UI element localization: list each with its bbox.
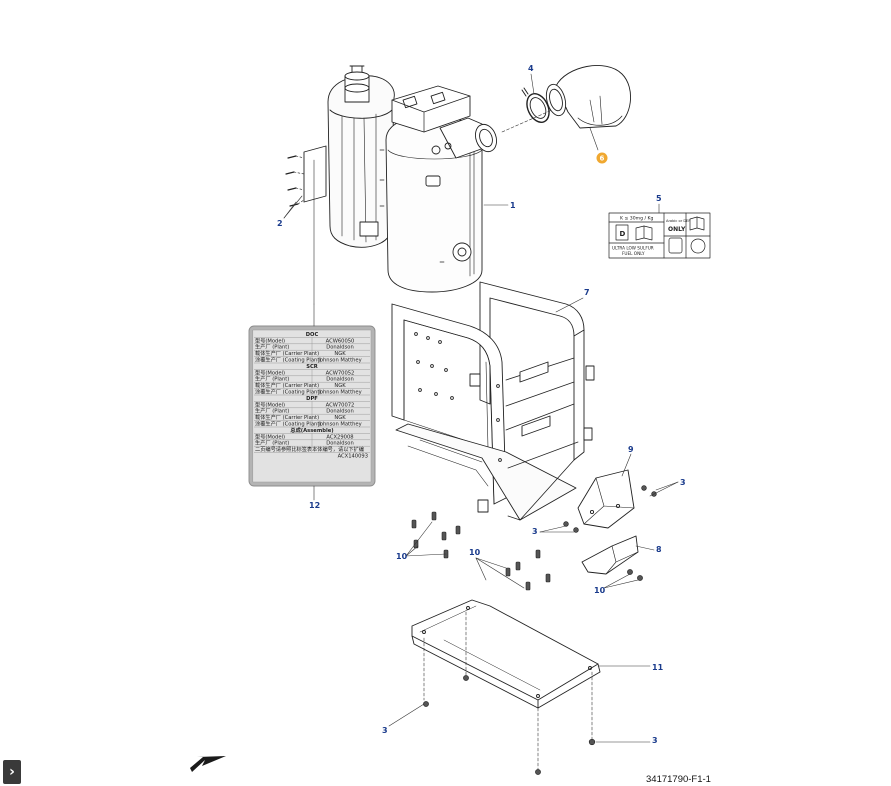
spec-row-label: 型号(Model) — [255, 368, 285, 376]
callout-5: 5 — [656, 194, 662, 203]
ultra-low-sulfur-line1: ULTRA LOW SULFUR — [612, 246, 654, 251]
spec-row-value: ACX29008 — [326, 434, 353, 440]
base-plate — [411, 599, 601, 709]
callout-10: 10 — [396, 552, 408, 561]
spec-row-label: 生产厂 (Plant) — [255, 407, 289, 415]
spec-row-value: Donaldson — [326, 409, 354, 415]
spec-row-label: 载体生产厂 (Carrier Plant) — [255, 349, 319, 357]
callout-10: 10 — [469, 548, 481, 557]
spec-row-label: 涂覆生产厂 (Coating Plant) — [255, 420, 321, 428]
spec-row-value: Johnson Matthey — [317, 358, 361, 364]
callout-11: 11 — [652, 663, 664, 672]
support-frame — [391, 281, 595, 521]
aftertreatment-canister — [327, 65, 497, 293]
clamp — [521, 87, 550, 123]
fuel-decal-text: K ≤ 30mg / Kg D Arabic or DEF ONLY ULTRA… — [612, 216, 690, 257]
spec-row-value: Donaldson — [326, 377, 354, 383]
callout-9: 9 — [628, 445, 634, 454]
figure-id-label: 34171790-F1-1 — [646, 774, 711, 785]
lower-cover — [581, 535, 639, 575]
spec-section-title: SCR — [306, 364, 318, 370]
spec-row-value: Johnson Matthey — [317, 422, 361, 428]
fuel-decal — [608, 212, 711, 259]
spec-section-title: 总成(Assemble) — [290, 426, 333, 434]
leader-lines — [283, 73, 679, 771]
fuel-ratio-label: K ≤ 30mg / Kg — [620, 216, 653, 222]
spec-row-value: NGK — [334, 351, 346, 357]
callout-3: 3 — [680, 478, 686, 487]
spec-row-value: ACW60050 — [326, 338, 355, 344]
spec-row-label: 生产厂 (Plant) — [255, 343, 289, 351]
spec-row-label: 生产厂 (Plant) — [255, 375, 289, 383]
callout-3: 3 — [532, 527, 538, 536]
callout-6: 6 — [600, 155, 605, 163]
callout-1: 1 — [510, 201, 516, 210]
spec-row-label: 涂覆生产厂 (Coating Plant) — [255, 388, 321, 396]
arrow-icon — [190, 756, 226, 772]
callout-8: 8 — [656, 545, 662, 554]
spec-row-value: ACW70072 — [326, 402, 355, 408]
callout-highlight-dot — [596, 152, 608, 164]
spec-row-label: 载体生产厂 (Carrier Plant) — [255, 413, 319, 421]
spec-row-label: 型号(Model) — [255, 432, 285, 440]
spec-section-title: DPF — [306, 396, 318, 402]
callout-7: 7 — [584, 288, 590, 297]
spec-row-label: 生产厂 (Plant) — [255, 439, 289, 447]
callouts: 1 2 4 6 5 7 9 3 3 8 10 10 10 11 3 3 12 — [277, 64, 686, 745]
upper-cover — [577, 469, 635, 529]
chevron-right-icon: › — [9, 764, 15, 780]
spec-section-title: DOC — [306, 332, 319, 338]
callout-3: 3 — [652, 736, 658, 745]
spec-row-value: Donaldson — [326, 441, 354, 447]
callout-10: 10 — [594, 586, 606, 595]
spec-row-value: Donaldson — [326, 345, 354, 351]
spec-row-label: 型号(Model) — [255, 336, 285, 344]
spec-table: DOC 型号(Model) ACW60050 生产厂 (Plant) Donaldson… — [254, 332, 370, 460]
spec-row-value: NGK — [334, 383, 346, 389]
callout-2: 2 — [277, 219, 283, 228]
spec-footer-note: 二页编号请参照比标签表本体编号，请以下扩编 — [255, 445, 364, 453]
spec-row-label: 涂覆生产厂 (Coating Plant) — [255, 356, 321, 364]
spec-row-value: NGK — [334, 415, 346, 421]
spec-row-value: Johnson Matthey — [317, 390, 361, 396]
callout-12: 12 — [309, 501, 320, 510]
spec-row-label: 载体生产厂 (Carrier Plant) — [255, 381, 319, 389]
diesel-letter: D — [620, 230, 626, 238]
expand-button[interactable]: › — [3, 760, 21, 784]
spec-row-label: 型号(Model) — [255, 400, 285, 408]
bracket-plate — [285, 145, 327, 207]
ultra-low-sulfur-line2: FUEL ONLY — [622, 251, 645, 256]
callout-4: 4 — [528, 64, 534, 73]
fuel-only-big: ONLY — [668, 226, 686, 233]
fuel-only-small: Arabic or DEF — [666, 219, 690, 223]
spec-footer-code: ACX140093 — [338, 454, 368, 460]
exhaust-elbow — [545, 65, 631, 129]
spec-row-value: ACW70052 — [326, 370, 355, 376]
callout-3: 3 — [382, 726, 388, 735]
